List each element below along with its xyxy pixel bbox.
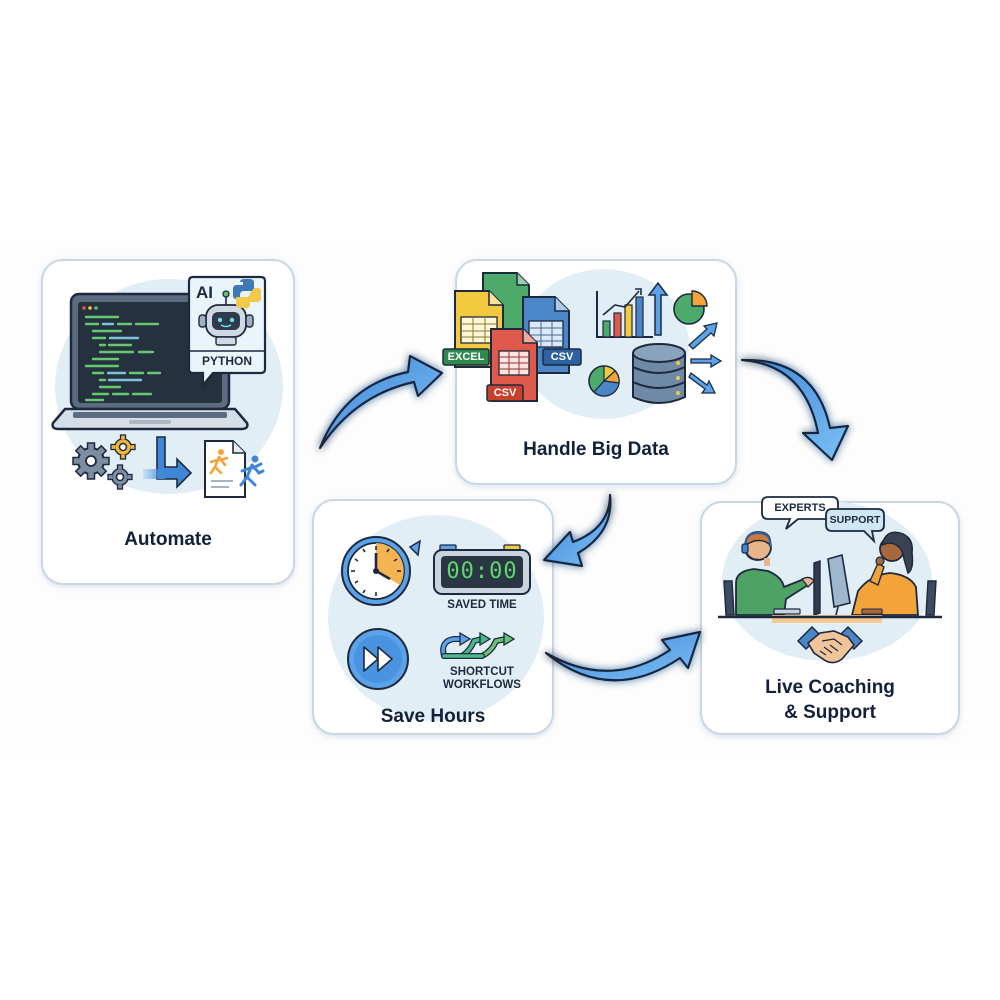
outflow-arrows-icon [688, 322, 723, 394]
card-title-save-hours: Save Hours [380, 706, 486, 727]
fast-forward-icon [347, 628, 409, 690]
card-big-data[interactable]: EXCEL CSV CSV [442, 259, 737, 485]
bar-chart-icon [596, 281, 669, 338]
python-logo-icon [233, 279, 261, 308]
laptop-code-icon [51, 292, 249, 431]
gears-icon [72, 434, 136, 490]
digital-timer-icon [433, 544, 531, 595]
card-save-hours[interactable]: 00:00 SAVED TIME SHORTCUT WORKFLOWS Save… [312, 499, 554, 735]
card-automate[interactable]: AI PYTHON [41, 259, 295, 585]
ai-label: AI [196, 283, 213, 302]
shortcut-arrows-icon [440, 631, 516, 659]
card-title-coaching-line1: Live Coaching [765, 677, 895, 698]
experts-bubble-icon [761, 496, 885, 544]
desk-icon [718, 615, 942, 623]
pie-chart-icon [588, 290, 708, 397]
python-label: PYTHON [201, 354, 252, 368]
card-title-big-data: Handle Big Data [523, 439, 669, 460]
handshake-icon [796, 625, 864, 664]
arrow-turn-icon [143, 436, 193, 489]
csv-label-red: CSV [493, 387, 517, 399]
saved-time-label: SAVED TIME [447, 599, 517, 611]
document-runner-icon [204, 440, 265, 498]
shortcut-label-line1: SHORTCUT [450, 666, 514, 678]
excel-label: EXCEL [447, 351, 485, 363]
database-icon [632, 343, 686, 404]
support-bubble-text: SUPPORT [829, 514, 881, 526]
spreadsheet-files-icon [442, 272, 582, 402]
card-coaching[interactable]: EXPERTS SUPPORT Live Coaching & Support [700, 496, 960, 735]
card-title-coaching-line2: & Support [784, 702, 876, 723]
timer-display: 00:00 [446, 559, 518, 584]
monitor-icon [813, 553, 851, 616]
card-title-automate: Automate [124, 529, 212, 550]
clock-icon [341, 536, 421, 606]
support-agent-icon [723, 531, 815, 616]
client-icon [850, 531, 937, 616]
experts-bubble-text: EXPERTS [774, 502, 826, 514]
shortcut-label-line2: WORKFLOWS [443, 679, 521, 691]
csv-label-blue: CSV [550, 351, 574, 363]
